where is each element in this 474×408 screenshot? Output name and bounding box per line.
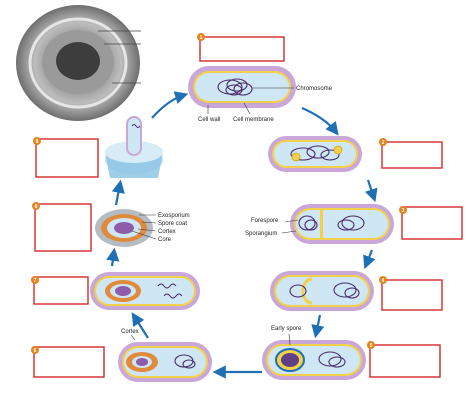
stage-7-coat-formation (90, 272, 200, 310)
answer-box-7[interactable]: 7 (31, 276, 89, 305)
cortex-spore-label: Cortex (158, 229, 176, 235)
cell-membrane-label: Cell membrane (233, 117, 274, 123)
stage-number-badge: 3 (402, 208, 405, 214)
answer-box-5[interactable]: 5 (367, 341, 441, 378)
answer-box-3[interactable]: 3 (399, 206, 463, 240)
stage-number-badge: 5 (370, 343, 373, 349)
exosporium-label: Exosporium (158, 213, 190, 219)
arrow-6-to-7 (131, 312, 149, 339)
arrow-3-to-4 (363, 249, 376, 270)
stage-number-badge: 9 (36, 139, 39, 145)
stage-6-cortex-formation: Cortex (118, 329, 212, 382)
arrow-1-to-2 (301, 106, 339, 136)
stage-5-early-spore: Early spore (262, 326, 366, 380)
answer-box-2[interactable]: 2 (379, 138, 443, 169)
answer-box-9[interactable]: 9 (33, 137, 99, 178)
stage-number-badge: 6 (34, 348, 37, 354)
stage-8-mature-spore: Exosporium Spore coat Cortex Core (95, 209, 190, 247)
answer-box-4[interactable]: 4 (379, 276, 443, 311)
stage-number-badge: 4 (382, 278, 385, 284)
answer-box-8[interactable]: 8 (32, 202, 92, 252)
arrow-9-to-1 (151, 91, 189, 119)
arrow-8-to-9 (111, 179, 125, 206)
stage-number-badge: 2 (382, 140, 385, 146)
answer-box-1[interactable]: 1 (197, 33, 285, 62)
arrow-7-to-8 (106, 247, 120, 267)
answer-box-6[interactable]: 6 (31, 346, 105, 378)
early-spore-label: Early spore (271, 326, 302, 332)
core-label: Core (158, 237, 172, 243)
stage-3-septum-formation: Forespore Sporangium (245, 204, 394, 244)
chromosome-tangle (217, 78, 253, 96)
stage-number-badge: 1 (200, 35, 203, 41)
stage-9-germination (105, 116, 163, 178)
cycle-arrows (106, 91, 378, 379)
sporangium-label: Sporangium (245, 231, 277, 237)
cell-wall-label: Cell wall (198, 117, 220, 123)
cortex-label: Cortex (121, 329, 139, 335)
stage-2-dividing-cell (268, 136, 362, 172)
arrow-4-to-5 (311, 314, 325, 339)
forespore-label: Forespore (251, 218, 279, 224)
stage-number-badge: 7 (34, 278, 37, 284)
chromosome-label: Chromosome (296, 86, 333, 92)
spore-micrograph (16, 5, 141, 121)
stage-4-engulfment (270, 271, 374, 311)
stage-1-vegetative-cell: Chromosome Cell wall Cell membrane (188, 66, 333, 123)
spore-coat-label: Spore coat (158, 221, 187, 227)
arrow-2-to-3 (364, 179, 378, 203)
stage-number-badge: 8 (35, 204, 38, 210)
